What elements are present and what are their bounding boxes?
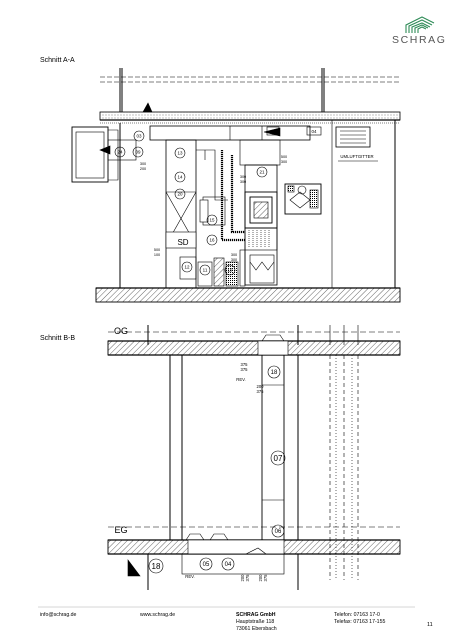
callout-12: 12 [184, 265, 190, 270]
callout-19: 19 [227, 268, 233, 273]
footer-company: SCHRAG GmbH [236, 612, 276, 618]
rev-label-1: REV. [236, 377, 245, 382]
dim-a1-bottom: 200 [140, 167, 146, 171]
callout-15: 15 [209, 218, 215, 223]
dim-b4-bottom: 375 [263, 574, 268, 582]
callout-03b: 03 [270, 129, 276, 134]
dim-a3-top: 300 [231, 253, 237, 257]
footer-phone: Telefon: 07163 17-0 [334, 612, 380, 618]
rev-label-2: REV. [185, 574, 194, 579]
footer-email[interactable]: info@schrag.de [40, 612, 77, 618]
section-b-labels: OG EG 18 07 06 18 05 04 375 375 REV. 200… [114, 326, 283, 582]
callout-24: 24 [117, 150, 123, 155]
dim-b1-bottom: 375 [241, 367, 249, 372]
section-a-labels: 03 24 09 13 14 20 15 16 12 11 19 21 03 0… [117, 129, 373, 273]
dim-b4-top: 200 [258, 574, 263, 582]
callout-18-bottom: 18 [152, 562, 161, 571]
callout-18-top: 18 [271, 370, 278, 376]
callout-04: 04 [311, 129, 317, 134]
dim-b3-top: 200 [240, 574, 245, 582]
ceiling-slab [99, 111, 401, 121]
callout-09: 09 [135, 150, 141, 155]
callout-07: 07 [274, 454, 283, 463]
callout-21: 21 [259, 170, 265, 175]
og-slab [107, 340, 401, 356]
dim-b2-top: 200 [257, 384, 265, 389]
callout-03: 03 [136, 134, 142, 139]
logo-text: SCHRAG [392, 34, 447, 46]
section-a-title: Schnitt A-A [40, 57, 75, 64]
callout-20: 20 [177, 192, 183, 197]
footer-street: Hauptstraße 118 [236, 619, 275, 625]
wall-hood [71, 126, 109, 183]
dim-b3-bottom: 375 [245, 574, 250, 582]
section-b-title: Schnitt B-B [40, 335, 76, 342]
callout-14: 14 [177, 175, 183, 180]
footer-city: 73061 Ebersbach [236, 626, 277, 632]
riser-duct [261, 354, 285, 541]
dim-b2-bottom: 375 [257, 389, 265, 394]
dim-a2-bottom: 300 [240, 180, 246, 184]
dim-a4-top: 500 [281, 155, 287, 159]
page-number: 11 [427, 622, 433, 628]
eg-label: EG [114, 525, 127, 535]
dim-a3-bottom: 300 [231, 258, 237, 262]
callout-11: 11 [203, 268, 208, 273]
og-label: OG [114, 326, 128, 336]
main-duct [165, 139, 197, 289]
dim-a1-top: 300 [140, 162, 146, 166]
section-b-drawing [107, 325, 401, 590]
dim-a5-top: 500 [154, 248, 160, 252]
dim-b1-top: 375 [241, 362, 249, 367]
schrag-logo-icon [405, 16, 435, 33]
sd-label: SD [177, 238, 188, 247]
footer-website[interactable]: www.schrag.de [140, 612, 176, 618]
dim-a2-top: 300 [240, 175, 246, 179]
footer-address: SCHRAG GmbH Hauptstraße 118 73061 Ebersb… [236, 612, 277, 633]
callout-13: 13 [177, 151, 183, 156]
callout-04-b: 04 [225, 562, 232, 568]
dim-a5-bottom: 100 [154, 253, 160, 257]
callout-06: 06 [275, 529, 282, 535]
umluftgitter-label: UMLUFTGITTER [340, 154, 373, 159]
floor-slab [95, 287, 401, 303]
return-air-grille [335, 126, 371, 148]
footer-fax: Telefax: 07163 17-155 [334, 619, 386, 625]
callout-05: 05 [203, 562, 210, 568]
callout-16: 16 [209, 238, 215, 243]
dim-a4-bottom: 300 [281, 160, 287, 164]
section-a-drawing [71, 68, 401, 303]
footer-contact: Telefon: 07163 17-0 Telefax: 07163 17-15… [334, 612, 385, 626]
